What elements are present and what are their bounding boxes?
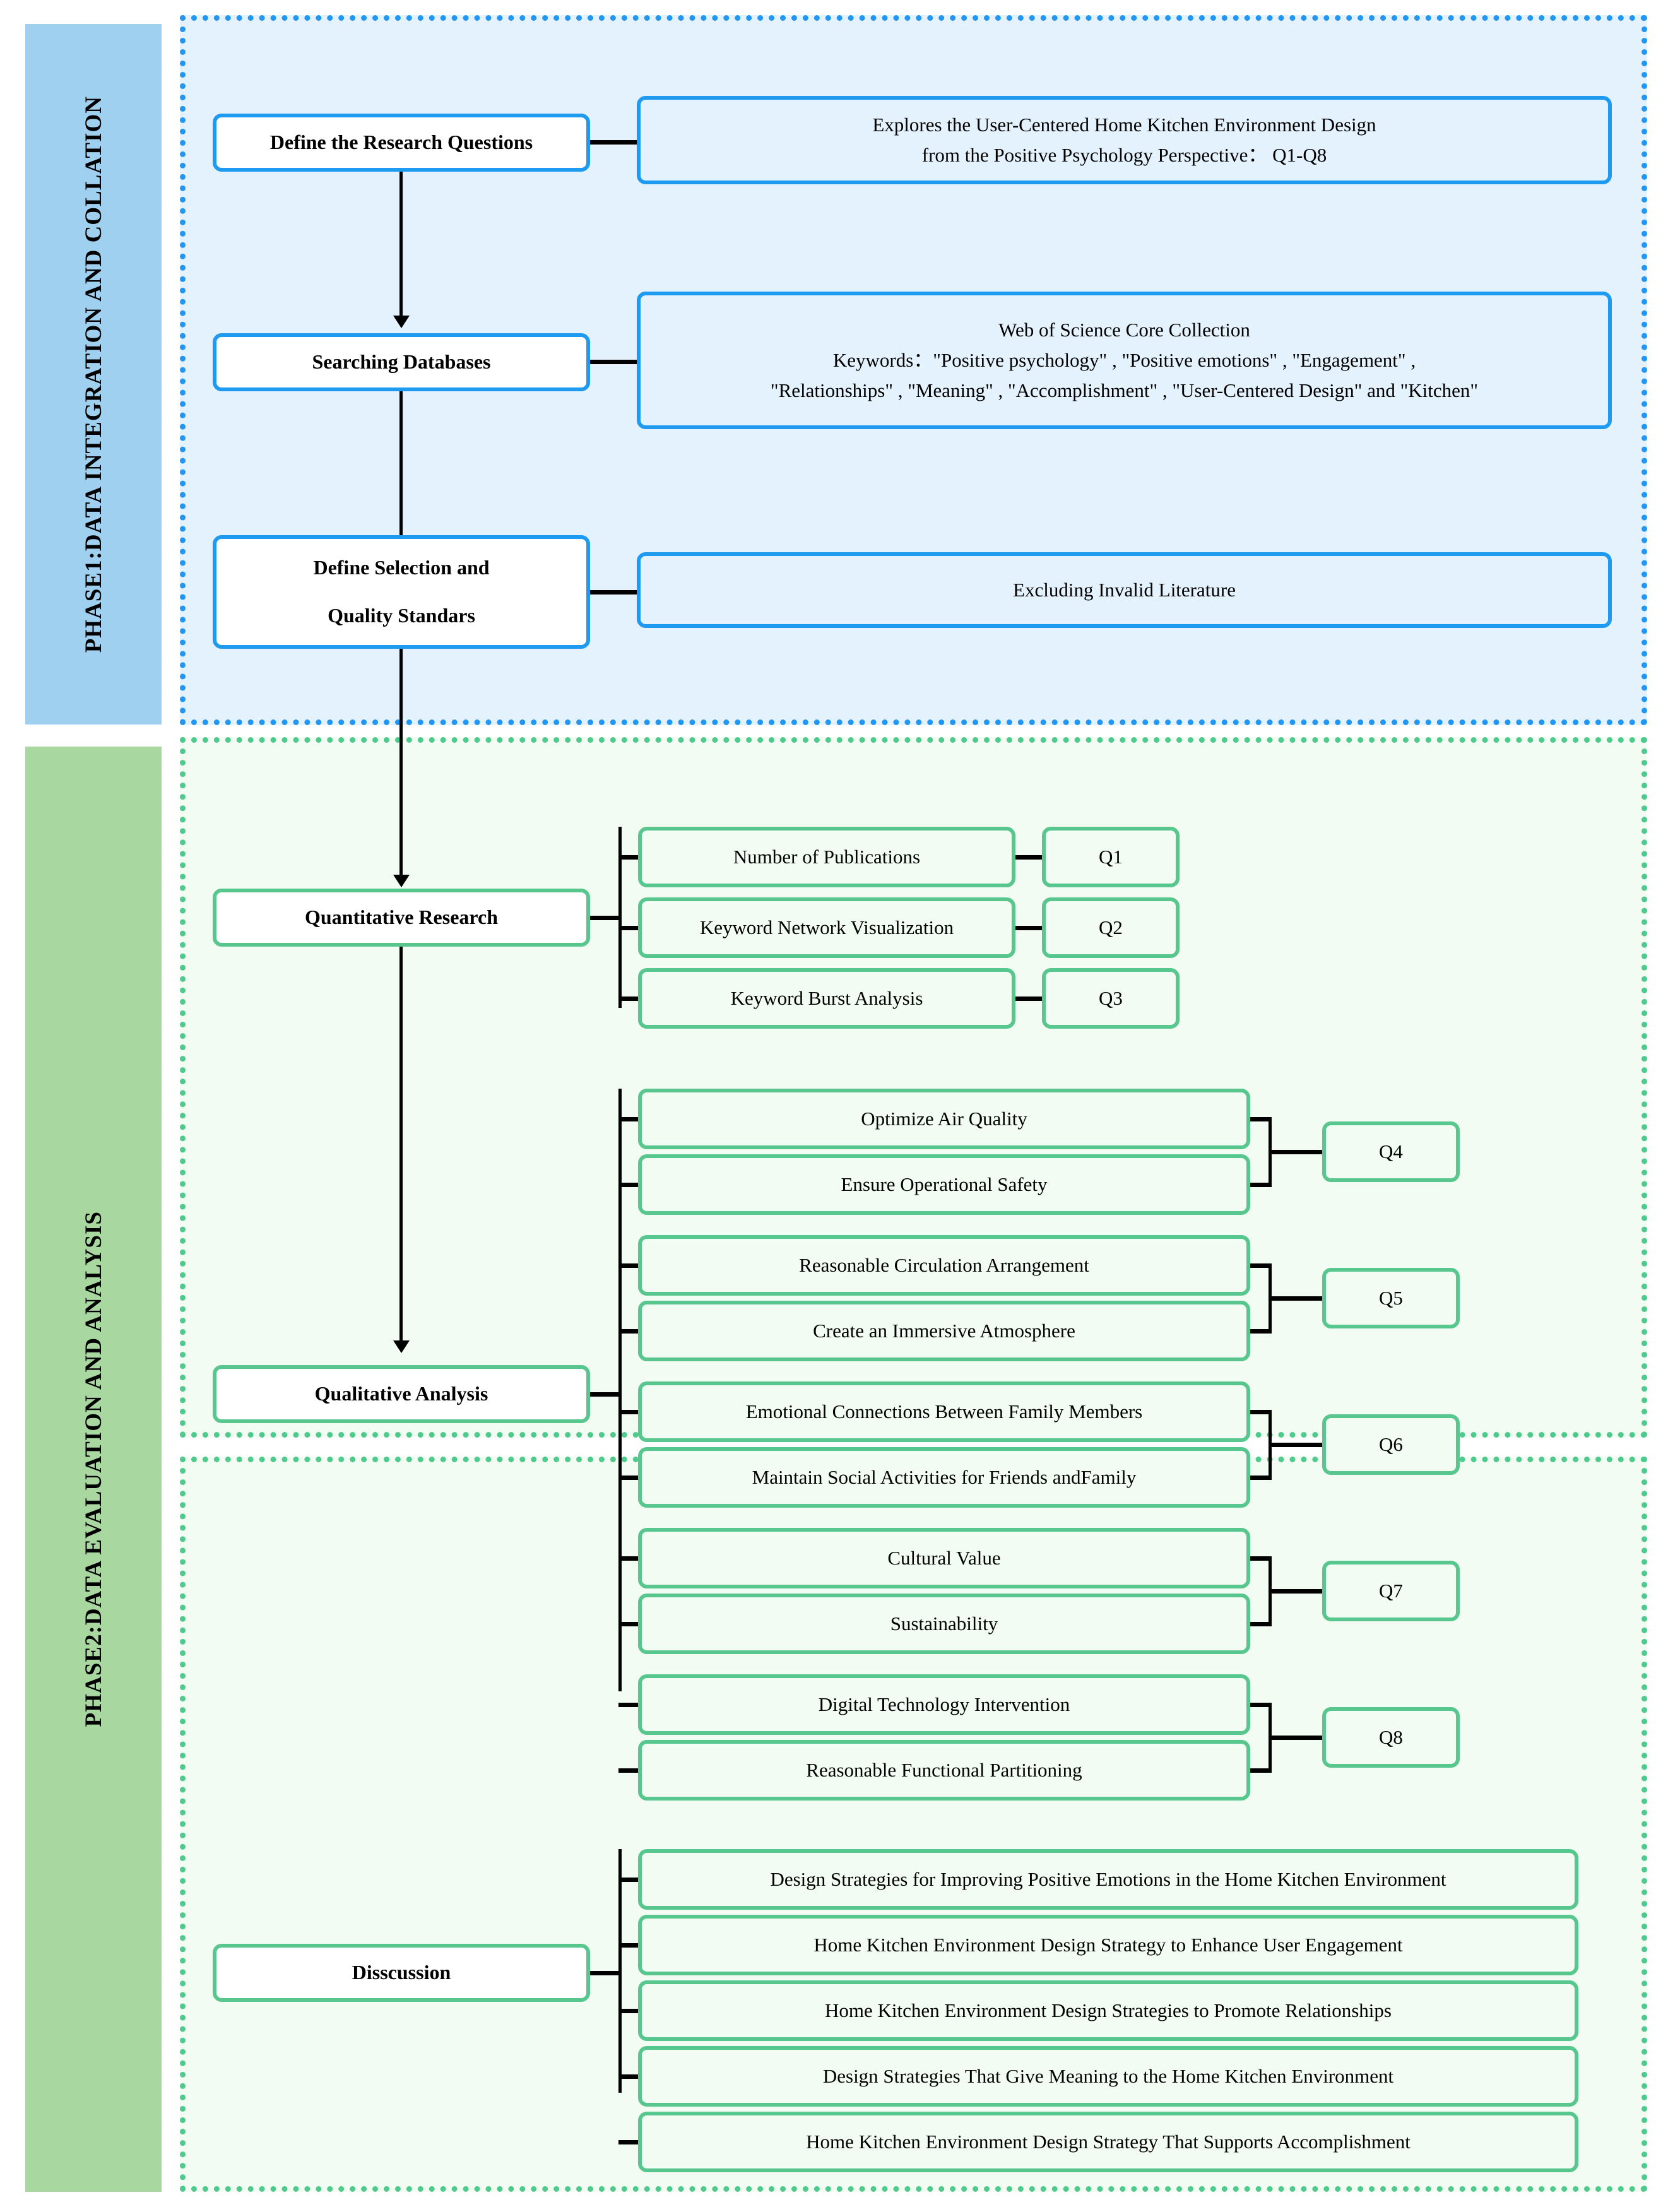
connector-discussion-branch-5 — [618, 2140, 641, 2144]
discussion-item-4[interactable]: Design Strategies That Give Meaning to t… — [638, 2046, 1578, 2107]
connector-qual-branch-4-2 — [618, 1622, 641, 1626]
quantitative-item-2[interactable]: Keyword Network Visualization — [638, 897, 1015, 958]
connector-discussion-branch-3 — [618, 2009, 641, 2013]
quantitative-q-label-1[interactable]: Q1 — [1042, 827, 1180, 887]
connector-p1-r1-to-r2 — [399, 172, 403, 322]
connector-p1r1-horizontal — [590, 140, 638, 145]
connector-quant-to-q3 — [1015, 997, 1042, 1001]
databases-detail-line1: Web of Science Core Collection — [998, 318, 1250, 341]
qualitative-item-5-1[interactable]: Digital Technology Intervention — [638, 1674, 1250, 1735]
quantitative-q-label-2[interactable]: Q2 — [1042, 897, 1180, 958]
connector-qual-stub — [590, 1392, 620, 1397]
connector-qual-branch-4-1 — [618, 1556, 641, 1561]
connector-discussion-branch-1 — [618, 1878, 641, 1882]
connector-qual-spine — [618, 1089, 622, 1691]
define-selection-line2: Quality Standars — [328, 604, 475, 627]
node-define-selection-quality[interactable]: Define Selection and Quality Standars — [213, 535, 590, 649]
connector-discussion-spine — [618, 1849, 622, 2093]
arrowhead-to-searching-databases — [393, 316, 410, 328]
connector-qual-bracket-to-q3 — [1269, 1443, 1322, 1447]
connector-p1r2-horizontal — [590, 360, 638, 364]
qualitative-item-1-2[interactable]: Ensure Operational Safety — [638, 1154, 1250, 1215]
research-questions-detail-line2: from the Positive Psychology Perspective… — [921, 144, 1327, 166]
discussion-item-1[interactable]: Design Strategies for Improving Positive… — [638, 1849, 1578, 1910]
qualitative-item-3-2[interactable]: Maintain Social Activities for Friends a… — [638, 1447, 1250, 1508]
arrowhead-to-quantitative-research — [393, 875, 410, 887]
connector-qual-branch-3-2 — [618, 1476, 641, 1480]
connector-quant-spine — [618, 827, 622, 1008]
quantitative-q-label-3[interactable]: Q3 — [1042, 968, 1180, 1029]
connector-phase1-to-phase2 — [399, 649, 403, 881]
connector-qual-branch-1-2 — [618, 1183, 641, 1187]
connector-qual-stub-1-2 — [1250, 1183, 1272, 1187]
phase2-band-label: PHASE2:DATA EVALUATION AND ANALYSIS — [80, 1211, 107, 1727]
discussion-item-3[interactable]: Home Kitchen Environment Design Strategi… — [638, 1980, 1578, 2041]
qualitative-q-label-2[interactable]: Q5 — [1322, 1268, 1460, 1328]
connector-qual-bracket-to-q4 — [1269, 1589, 1322, 1594]
connector-qual-branch-3-1 — [618, 1410, 641, 1414]
connector-qual-stub-3-1 — [1250, 1410, 1272, 1414]
connector-qual-stub-4-1 — [1250, 1556, 1272, 1561]
discussion-item-5[interactable]: Home Kitchen Environment Design Strategy… — [638, 2112, 1578, 2172]
connector-quant-to-q2 — [1015, 926, 1042, 930]
node-discussion[interactable]: Disscussion — [213, 1944, 590, 2002]
connector-quant-stub — [590, 916, 620, 920]
connector-qual-bracket-to-q2 — [1269, 1296, 1322, 1301]
quantitative-item-3[interactable]: Keyword Burst Analysis — [638, 968, 1015, 1029]
connector-discussion-branch-2 — [618, 1943, 641, 1948]
quantitative-item-1[interactable]: Number of Publications — [638, 827, 1015, 887]
connector-qual-branch-5-2 — [618, 1768, 641, 1773]
qualitative-item-5-2[interactable]: Reasonable Functional Partitioning — [638, 1740, 1250, 1801]
connector-quant-branch-2 — [618, 926, 641, 930]
node-research-questions-detail: Explores the User-Centered Home Kitchen … — [637, 96, 1612, 184]
connector-p1r3-horizontal — [590, 590, 638, 594]
phase1-band: PHASE1:DATA INTEGRATION AND COLLATION — [25, 24, 162, 725]
connector-discussion-stub — [590, 1971, 620, 1975]
databases-detail-line2: Keywords："Positive psychology" , "Positi… — [832, 348, 1416, 371]
connector-qual-stub-2-2 — [1250, 1329, 1272, 1334]
node-qualitative-analysis[interactable]: Qualitative Analysis — [213, 1365, 590, 1423]
qualitative-item-4-1[interactable]: Cultural Value — [638, 1528, 1250, 1588]
qualitative-item-2-2[interactable]: Create an Immersive Atmosphere — [638, 1301, 1250, 1361]
connector-qual-branch-2-2 — [618, 1329, 641, 1334]
discussion-item-2[interactable]: Home Kitchen Environment Design Strategy… — [638, 1915, 1578, 1975]
connector-qual-stub-4-2 — [1250, 1622, 1272, 1626]
connector-quant-to-q1 — [1015, 855, 1042, 860]
connector-qual-branch-2-1 — [618, 1263, 641, 1268]
connector-quant-branch-3 — [618, 997, 641, 1001]
connector-quant-to-qual — [399, 947, 403, 1347]
connector-qual-stub-3-2 — [1250, 1476, 1272, 1480]
connector-qual-stub-1-1 — [1250, 1117, 1272, 1121]
node-define-research-questions[interactable]: Define the Research Questions — [213, 114, 590, 172]
qualitative-item-2-1[interactable]: Reasonable Circulation Arrangement — [638, 1235, 1250, 1296]
qualitative-item-3-1[interactable]: Emotional Connections Between Family Mem… — [638, 1381, 1250, 1442]
connector-discussion-branch-4 — [618, 2074, 641, 2079]
node-searching-databases[interactable]: Searching Databases — [213, 333, 590, 391]
connector-qual-stub-5-2 — [1250, 1768, 1272, 1773]
phase1-band-label: PHASE1:DATA INTEGRATION AND COLLATION — [80, 95, 107, 653]
qualitative-q-label-3[interactable]: Q6 — [1322, 1414, 1460, 1475]
connector-qual-branch-5-1 — [618, 1703, 641, 1707]
connector-qual-bracket-to-q1 — [1269, 1150, 1322, 1154]
node-excluding-invalid-literature: Excluding Invalid Literature — [637, 552, 1612, 628]
node-searching-databases-detail: Web of Science Core Collection Keywords：… — [637, 292, 1612, 429]
qualitative-q-label-1[interactable]: Q4 — [1322, 1121, 1460, 1182]
qualitative-item-1-1[interactable]: Optimize Air Quality — [638, 1089, 1250, 1149]
arrowhead-to-qualitative-analysis — [393, 1340, 410, 1353]
define-selection-line1: Define Selection and — [313, 556, 490, 579]
phase2-band: PHASE2:DATA EVALUATION AND ANALYSIS — [25, 747, 162, 2192]
connector-qual-stub-2-1 — [1250, 1263, 1272, 1268]
connector-qual-stub-5-1 — [1250, 1703, 1272, 1707]
connector-qual-bracket-to-q5 — [1269, 1736, 1322, 1740]
connector-p1-r2-to-r3 — [399, 391, 403, 541]
qualitative-q-label-5[interactable]: Q8 — [1322, 1707, 1460, 1768]
node-quantitative-research[interactable]: Quantitative Research — [213, 889, 590, 947]
connector-quant-branch-1 — [618, 855, 641, 860]
qualitative-item-4-2[interactable]: Sustainability — [638, 1594, 1250, 1654]
qualitative-q-label-4[interactable]: Q7 — [1322, 1561, 1460, 1621]
connector-qual-branch-1-1 — [618, 1117, 641, 1121]
research-questions-detail-line1: Explores the User-Centered Home Kitchen … — [872, 113, 1376, 136]
databases-detail-line3: "Relationships" , "Meaning" , "Accomplis… — [770, 379, 1479, 402]
